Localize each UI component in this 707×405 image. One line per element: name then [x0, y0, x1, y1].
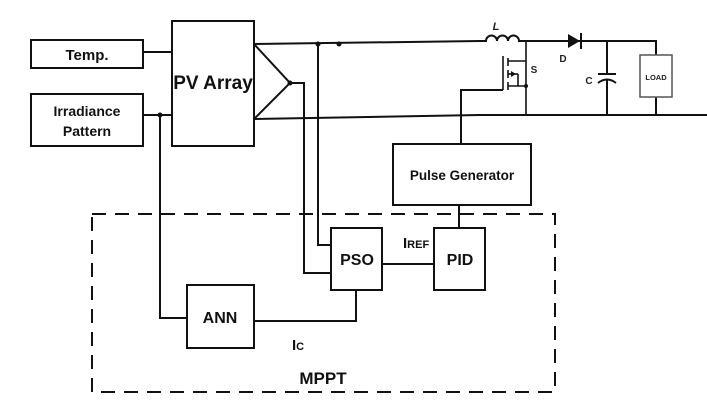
ann-label: ANN: [203, 310, 238, 327]
ic-main: I: [292, 337, 296, 354]
mppt-group-border: [91, 213, 556, 393]
wire-irradiance-ann: [159, 115, 187, 319]
iref-label: IREF: [403, 235, 429, 252]
irradiance-block: Irradiance Pattern: [30, 93, 144, 147]
load-label: LOAD: [645, 73, 667, 82]
inductor-symbol: [480, 34, 526, 42]
ann-block: ANN: [186, 284, 255, 349]
load-block: LOAD: [639, 54, 673, 98]
pso-label: PSO: [340, 252, 374, 269]
irradiance-label-line2: Pattern: [63, 123, 111, 139]
capacitor-label: C: [585, 76, 592, 87]
wire-voltage-sense-pso: [290, 82, 331, 274]
temp-label: Temp.: [65, 47, 108, 64]
temp-block: Temp.: [30, 39, 144, 69]
ic-sub: C: [296, 341, 304, 353]
iref-main: I: [403, 235, 407, 252]
wire-top-rail: [526, 40, 657, 55]
pulse-generator-label: Pulse Generator: [410, 168, 515, 183]
wire-pv-positive: [253, 40, 481, 45]
pulse-generator-block: Pulse Generator: [392, 143, 532, 206]
inductor-label: L: [493, 21, 500, 33]
ic-label: IC: [292, 337, 304, 354]
wire-gate-drive: [460, 89, 503, 143]
mppt-label: MPPT: [299, 369, 347, 388]
wire-current-sense-pso: [317, 44, 331, 246]
pid-label: PID: [447, 252, 474, 269]
iref-sub: REF: [407, 239, 429, 251]
pso-block: PSO: [330, 227, 383, 291]
wire-pv-triangle: [253, 43, 292, 120]
irradiance-label-line1: Irradiance: [54, 103, 121, 119]
capacitor-symbol: [597, 41, 617, 115]
pv-array-label: PV Array: [173, 73, 253, 94]
diode-symbol: [568, 33, 582, 49]
switch-label: S: [531, 65, 538, 76]
pv-array-block: PV Array: [171, 20, 255, 147]
wire-ann-pso: [254, 290, 357, 322]
pid-block: PID: [433, 227, 486, 291]
diode-label: D: [559, 54, 566, 65]
junction-dot: [336, 41, 342, 47]
mosfet-switch-symbol: [502, 41, 528, 115]
wire-pv-negative: [253, 114, 707, 120]
